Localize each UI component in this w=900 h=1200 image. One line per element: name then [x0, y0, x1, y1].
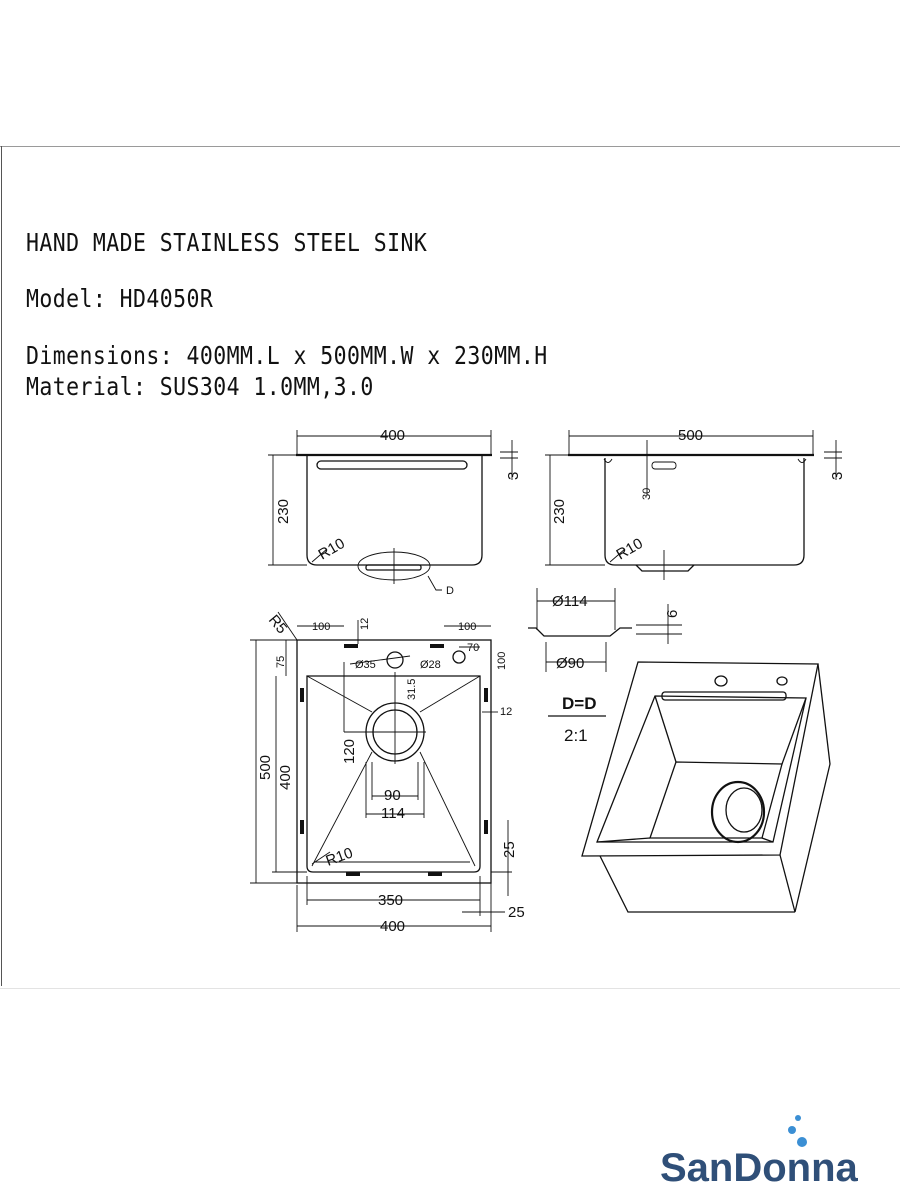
detail-scale-label: 2:1	[564, 726, 588, 745]
top-slope-line-2	[419, 675, 481, 713]
detail-d-leader	[427, 575, 442, 591]
top-clip-bottom-2	[428, 872, 442, 876]
iso-edge-1	[654, 695, 677, 763]
top-hole-35-label: Ø35	[355, 659, 376, 671]
material-spec: Material: SUS304 1.0MM,3.0	[26, 372, 374, 401]
top-hole-28	[452, 650, 466, 664]
top-left-offset-label: 100	[312, 621, 330, 633]
iso-tap-hole-1	[714, 675, 728, 687]
side-clip-right	[797, 458, 807, 463]
top-inner-length-label: 400	[277, 765, 294, 790]
top-total-width-label: 400	[380, 918, 405, 935]
iso-drain-outer	[710, 780, 766, 844]
top-offset-70-label: 70	[467, 642, 479, 654]
iso-front-wall	[599, 855, 795, 913]
top-clip-bottom-1	[346, 872, 360, 876]
top-drain-offset-label: 120	[341, 739, 358, 764]
detail-section-label: D=D	[562, 694, 596, 713]
side-clip-left	[603, 458, 613, 463]
top-clip-right-1	[484, 688, 488, 702]
top-slot-12-label: 12	[359, 618, 371, 630]
top-outer-flange	[296, 639, 492, 884]
top-31-5-label: 31.5	[406, 679, 418, 700]
front-drain-flange	[365, 564, 422, 571]
top-inner-width-label: 350	[378, 892, 403, 909]
detail-outer-dia-label: Ø114	[552, 593, 588, 610]
front-overflow-slot	[316, 460, 468, 470]
frame-left-line	[1, 146, 2, 986]
isometric-view	[581, 661, 831, 913]
top-inner-radius-label: R10	[324, 844, 356, 869]
detail-inner-dia-label: Ø90	[556, 655, 584, 672]
iso-tap-hole-2	[776, 676, 788, 686]
top-r10-leader	[311, 851, 331, 865]
front-view: 400 230 3 R10 D	[268, 427, 522, 597]
brand-logo: SanDonna	[660, 1146, 858, 1190]
top-slot-left	[344, 644, 358, 648]
top-clip-left-1	[300, 688, 304, 702]
side-overflow-label: 30	[641, 488, 653, 500]
detail-depth-label: 6	[664, 610, 681, 618]
side-radius-leader	[609, 548, 626, 563]
side-width-label: 500	[678, 427, 703, 444]
top-view: 90 114 120 Ø35 Ø28 70 31.5 100 100 12	[250, 612, 525, 935]
iso-edge-2	[781, 697, 807, 765]
top-clip-left-2	[300, 820, 304, 834]
top-hole-28-label: Ø28	[420, 659, 441, 671]
side-height-label: 230	[551, 499, 568, 524]
drain-detail: Ø114 6 Ø90 D=D 2:1	[528, 588, 682, 745]
side-overflow-holes	[651, 461, 677, 470]
side-view: 500 30 230 3 R10	[545, 427, 846, 580]
iso-edge-3	[596, 837, 651, 843]
front-width-label: 400	[380, 427, 405, 444]
side-radius-label: R10	[614, 535, 646, 563]
front-radius-label: R10	[316, 535, 348, 563]
top-dim-100-label: 100	[496, 652, 508, 670]
model-number: Model: HD4050R	[26, 284, 214, 313]
side-drain-flange	[635, 564, 695, 572]
front-height-label: 230	[275, 499, 292, 524]
detail-drain-profile	[528, 627, 632, 637]
side-lip-label: 3	[829, 472, 846, 480]
top-slope-line-3	[311, 751, 373, 867]
iso-edge-4	[761, 837, 774, 843]
top-slope-line-4	[419, 751, 476, 867]
top-inner-bowl	[306, 675, 481, 873]
top-slot-right-label: 12	[500, 706, 512, 718]
top-hole-35	[386, 651, 404, 669]
iso-overflow-slot	[661, 691, 787, 701]
front-radius-leader	[311, 548, 328, 563]
top-drain-inner-label: 90	[384, 787, 401, 804]
detail-d-label: D	[446, 585, 454, 597]
top-75-label: 75	[275, 656, 287, 668]
top-hole-35-leader	[349, 655, 411, 665]
top-flange-bottom-label: 25	[508, 904, 525, 921]
iso-drain-inner	[725, 787, 763, 833]
iso-bowl-rim	[596, 695, 807, 843]
top-total-length-label: 500	[257, 755, 274, 780]
top-r5-leader	[277, 611, 298, 641]
dimensions-spec: Dimensions: 400MM.L x 500MM.W x 230MM.H	[26, 341, 548, 370]
top-slope-line-1	[306, 675, 373, 713]
product-title: HAND MADE STAINLESS STEEL SINK	[26, 228, 428, 257]
side-bowl-outline	[604, 458, 805, 566]
top-right-offset-label: 100	[458, 621, 476, 633]
top-clip-right-2	[484, 820, 488, 834]
front-lip-label: 3	[505, 472, 522, 480]
frame-top-line	[0, 146, 900, 147]
iso-top-outline	[581, 661, 819, 857]
top-flange-side-label: 25	[501, 841, 518, 858]
top-corner-radius-label: R5	[265, 612, 290, 638]
top-drain-outer-label: 114	[381, 805, 405, 822]
frame-bottom-line	[0, 988, 900, 989]
brand-droplets-icon	[788, 1115, 807, 1147]
top-slot-right	[430, 644, 444, 648]
iso-side-wall	[779, 663, 831, 913]
